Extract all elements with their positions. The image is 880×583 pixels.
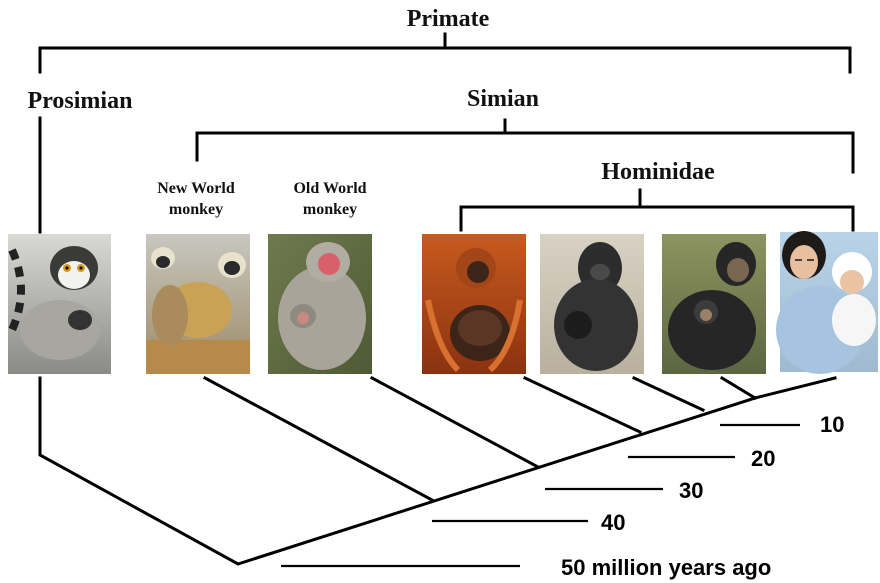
photo-human	[776, 231, 878, 374]
tree-trunk-main	[40, 378, 755, 564]
old-world-label-line2: monkey	[303, 201, 357, 218]
tick-label-30: 30	[679, 478, 703, 503]
tree-branch-chimpanzee	[722, 378, 755, 398]
tree-branch-gorilla	[634, 378, 703, 410]
time-scale: 10 20 30 40 50 million years ago	[281, 412, 844, 580]
photo-orangutan	[422, 234, 526, 374]
photo-chimpanzee	[662, 234, 766, 374]
primate-bracket	[40, 34, 850, 72]
tick-label-40: 40	[601, 510, 625, 535]
primate-label: Primate	[407, 6, 490, 32]
phylogenetic-tree	[40, 378, 835, 564]
photo-lemur	[8, 234, 111, 374]
photo-gorilla	[540, 234, 644, 374]
tree-branch-new-world	[205, 378, 432, 500]
hominidae-bracket	[461, 190, 853, 230]
old-world-label-line1: Old World	[293, 180, 366, 197]
tree-branch-human	[755, 378, 835, 398]
photo-squirrel-monkey	[146, 234, 250, 374]
new-world-label-line2: monkey	[169, 201, 223, 218]
tick-label-20: 20	[751, 446, 775, 471]
simian-label: Simian	[467, 86, 539, 112]
tree-branch-orangutan	[525, 378, 640, 432]
photo-macaque	[268, 234, 372, 374]
prosimian-label: Prosimian	[28, 88, 133, 114]
simian-bracket	[197, 120, 853, 172]
new-world-label-line1: New World	[157, 180, 235, 197]
tick-label-10: 10	[820, 412, 844, 437]
tree-branch-old-world	[372, 378, 538, 467]
hominidae-label: Hominidae	[601, 159, 715, 185]
tick-label-50: 50 million years ago	[561, 555, 771, 580]
